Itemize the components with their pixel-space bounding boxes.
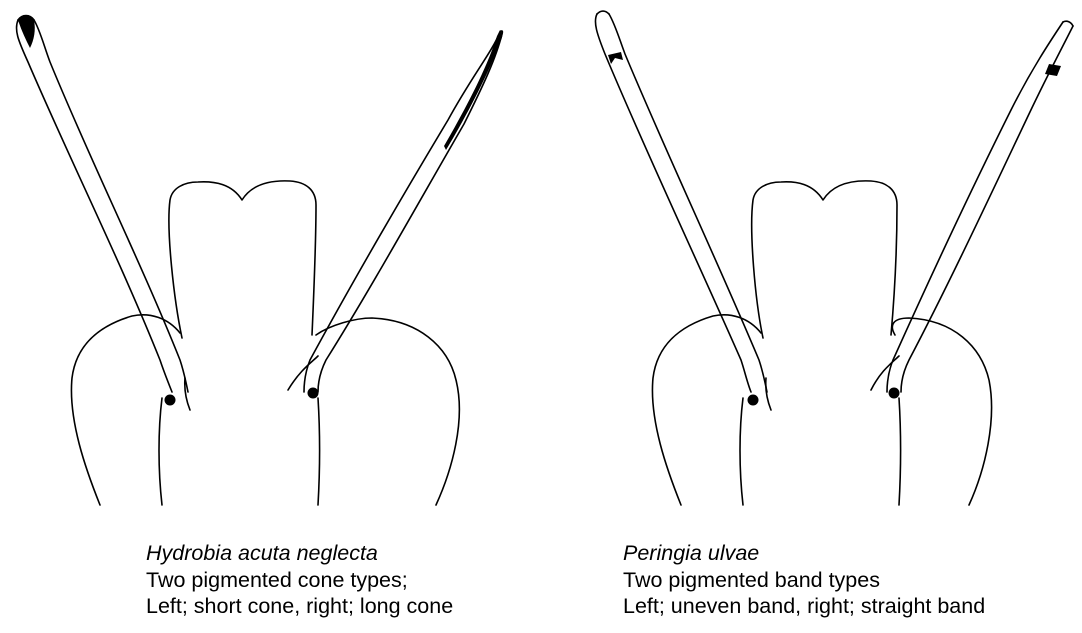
eye-left: [748, 395, 759, 406]
caption-peringia: Peringia ulvae Two pigmented band types …: [623, 540, 985, 620]
foot-left-line: [740, 398, 743, 505]
long-cone-pigment: [444, 30, 502, 150]
caption-line-2: Left; uneven band, right; straight band: [623, 593, 985, 620]
snail-head-drawing-hydrobia: [0, 0, 541, 520]
species-name: Peringia ulvae: [623, 540, 985, 567]
head-right-lobe: [892, 318, 991, 505]
tentacle-right: [887, 22, 1063, 392]
foot-right-line: [318, 398, 320, 505]
caption-line-1: Two pigmented band types: [623, 567, 985, 594]
head-left-lobe: [71, 315, 180, 505]
figure-hydrobia: Hydrobia acuta neglecta Two pigmented co…: [0, 0, 541, 633]
caption-line-2: Left; short cone, right; long cone: [146, 593, 453, 620]
caption-hydrobia: Hydrobia acuta neglecta Two pigmented co…: [146, 540, 453, 620]
snout-outline: [169, 181, 316, 338]
tentacle-right: [304, 32, 500, 392]
species-name: Hydrobia acuta neglecta: [146, 540, 453, 567]
eye-left: [165, 395, 176, 406]
head-left-lobe: [652, 315, 761, 505]
foot-left-line: [159, 398, 162, 505]
snout-outline: [752, 181, 897, 338]
caption-line-1: Two pigmented cone types;: [146, 567, 453, 594]
figure-peringia: Peringia ulvae Two pigmented band types …: [541, 0, 1082, 633]
straight-band-pigment: [1045, 64, 1061, 76]
head-right-lobe: [316, 318, 459, 505]
eye-right: [889, 388, 900, 399]
eye-right: [308, 388, 319, 399]
foot-right-line: [899, 398, 901, 505]
uneven-band-pigment: [608, 52, 623, 64]
snail-head-drawing-peringia: [541, 0, 1082, 520]
tentacle-left: [595, 14, 751, 392]
